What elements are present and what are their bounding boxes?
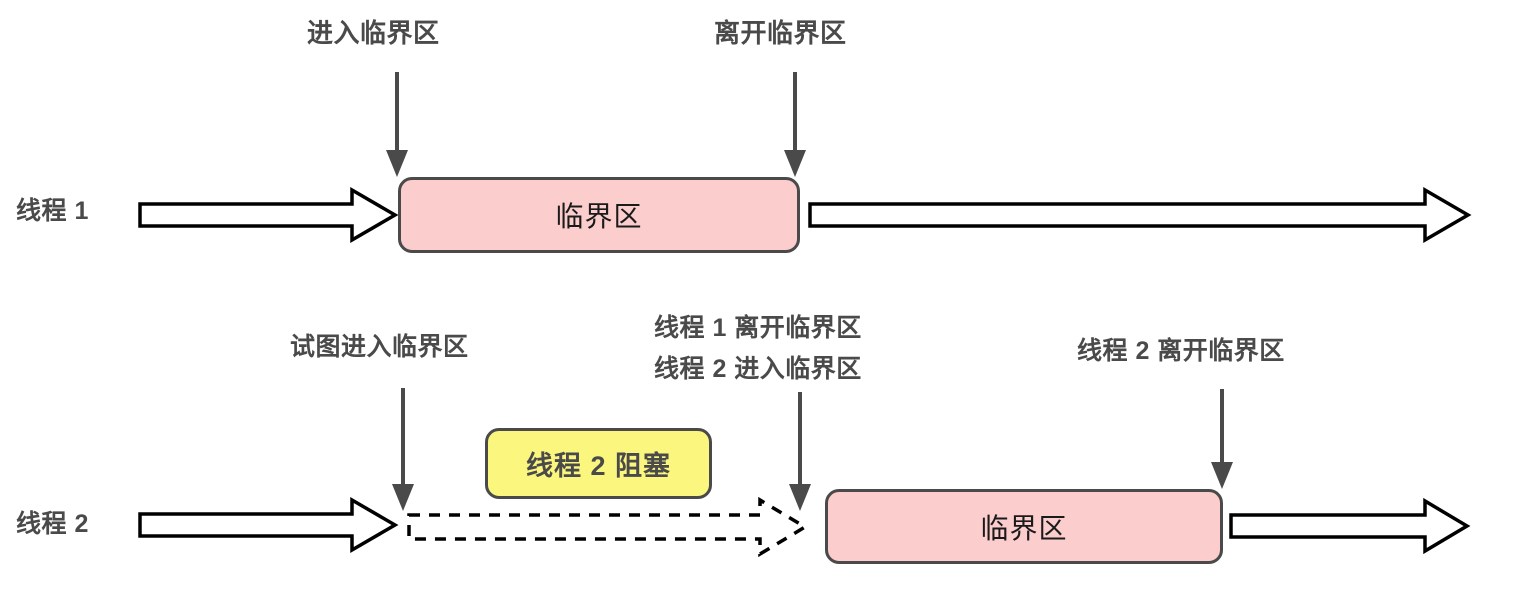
thread-2-blocked-box-label: 线程 2 阻塞	[525, 451, 672, 481]
annotation-arrow-enter-critical-section	[386, 72, 408, 177]
annotation-arrow-try-enter-critical-section	[392, 388, 414, 511]
annotation-handoff-line-2: 线程 2 进入临界区	[654, 355, 862, 383]
critical-section-box-thread-2: 临界区	[825, 489, 1223, 564]
annotation-handoff-line-1: 线程 1 离开临界区	[654, 314, 862, 342]
annotation-try-enter-critical-section: 试图进入临界区	[290, 333, 469, 361]
annotation-enter-critical-section: 进入临界区	[307, 18, 440, 48]
annotation-arrow-thread-2-leave	[1211, 389, 1233, 489]
thread-1-outgoing-block-arrow	[808, 186, 1472, 244]
annotation-thread-2-leave-critical-section: 线程 2 离开临界区	[1077, 337, 1285, 365]
thread-2-blocked-dashed-arrow	[407, 496, 809, 558]
thread-2-blocked-box: 线程 2 阻塞	[485, 428, 712, 499]
thread-1-incoming-block-arrow	[138, 186, 399, 244]
annotation-arrow-leave-critical-section	[784, 72, 806, 177]
critical-section-box-thread-1-label: 临界区	[555, 201, 643, 232]
annotation-leave-critical-section: 离开临界区	[714, 18, 847, 48]
thread-2-incoming-block-arrow	[138, 496, 399, 554]
annotation-arrow-handoff	[789, 392, 811, 511]
thread-1-label: 线程 1	[16, 197, 89, 225]
critical-section-box-thread-2-label: 临界区	[980, 512, 1068, 544]
critical-section-box-thread-1: 临界区	[398, 177, 800, 253]
thread-2-outgoing-block-arrow	[1229, 497, 1471, 555]
thread-2-label: 线程 2	[16, 510, 89, 538]
